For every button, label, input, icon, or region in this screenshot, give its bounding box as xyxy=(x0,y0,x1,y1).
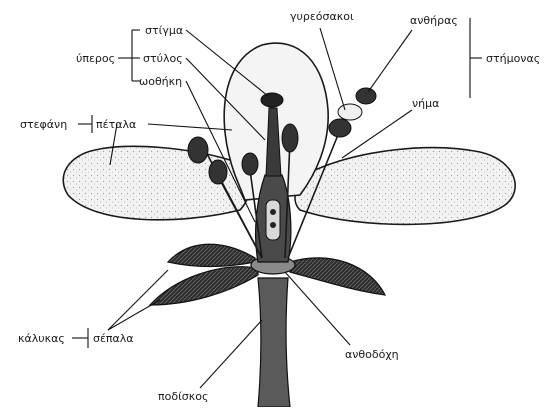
anther xyxy=(329,119,351,137)
label-anthiras: ανθήρας xyxy=(410,14,458,27)
sepal-left-upper xyxy=(168,244,255,266)
label-yperos: ύπερος xyxy=(76,52,115,65)
ovule xyxy=(270,209,276,215)
label-gyreosakoi: γυρεόσακοι xyxy=(290,10,354,23)
label-stigma: στίγμα xyxy=(145,24,183,37)
ovule xyxy=(270,222,276,228)
stem xyxy=(258,278,290,407)
label-sepala: σέπαλα xyxy=(93,332,134,345)
label-stimonas: στήμονας xyxy=(486,52,540,65)
anther xyxy=(356,88,376,104)
label-petala: πέταλα xyxy=(96,118,136,131)
label-podiskos: ποδίσκος xyxy=(158,390,208,403)
anther xyxy=(209,160,227,184)
anther xyxy=(282,124,298,152)
ovule-chamber xyxy=(266,200,280,240)
sepal-right xyxy=(290,258,385,295)
label-kalykas: κάλυκας xyxy=(18,332,65,345)
label-stylos: στύλος xyxy=(143,52,183,65)
anther xyxy=(188,137,208,163)
label-nima: νήμα xyxy=(412,97,439,110)
stigma-shape xyxy=(261,93,283,107)
label-othiki: ωοθήκη xyxy=(139,75,182,88)
label-anthodochi: ανθοδόχη xyxy=(345,348,399,361)
label-stefani: στεφάνη xyxy=(20,118,67,131)
anther-open xyxy=(338,104,362,120)
anther xyxy=(242,153,258,175)
